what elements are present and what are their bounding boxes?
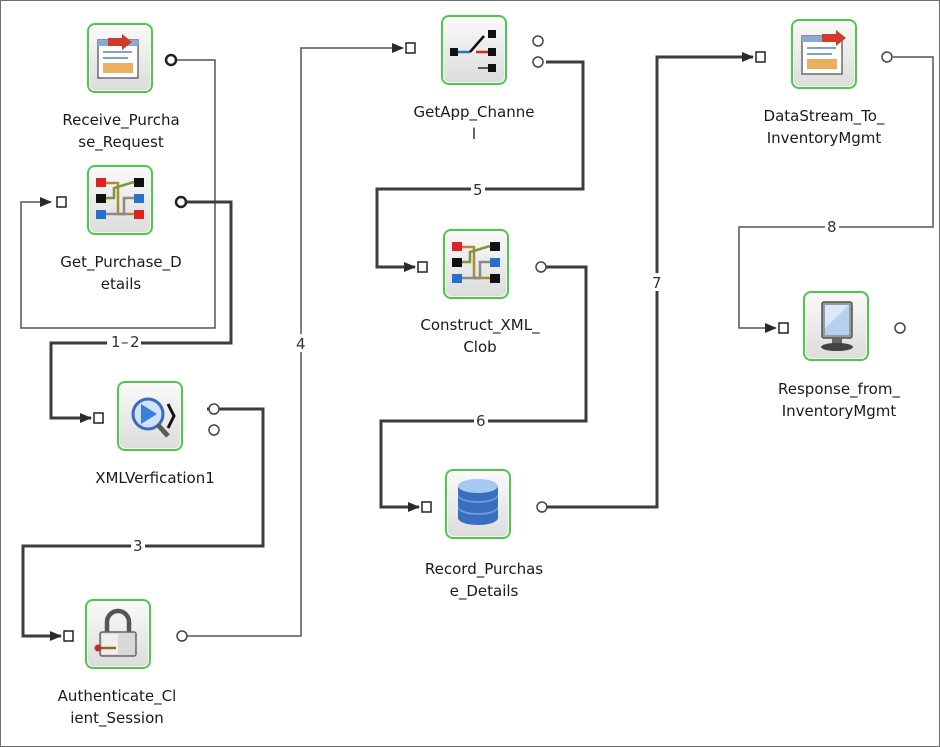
node-receive-purchase-request[interactable] xyxy=(87,23,153,93)
mapper-icon xyxy=(96,178,144,219)
node-construct-xml-clob[interactable] xyxy=(443,229,509,299)
node-response-from-inventorymgmt[interactable] xyxy=(803,291,869,361)
wire-label-dash: – xyxy=(121,333,129,351)
node-datastream-to-inventorymgmt[interactable] xyxy=(791,19,857,89)
port-out-construct[interactable] xyxy=(535,261,547,273)
node-record-purchase-details[interactable] xyxy=(445,469,511,539)
port-out-getapp-2[interactable] xyxy=(532,56,544,68)
document-arrow-icon xyxy=(801,30,846,75)
port-out-auth[interactable] xyxy=(176,630,188,642)
xml-inspect-icon xyxy=(131,397,176,438)
node-getapp-channel[interactable] xyxy=(441,15,507,85)
port-out-getapp-1[interactable] xyxy=(532,35,544,47)
port-out-record[interactable] xyxy=(536,501,548,513)
wire-label-2: 2 xyxy=(130,333,140,351)
wire-label-5: 5 xyxy=(473,181,483,199)
wire-8[interactable] xyxy=(738,56,934,333)
wire-label-3: 3 xyxy=(133,537,143,555)
document-arrow-icon xyxy=(97,34,139,79)
wire-label-1: 1 xyxy=(111,333,121,351)
port-out-getpd[interactable] xyxy=(174,195,188,209)
wire-label-6: 6 xyxy=(476,412,486,430)
port-out-response[interactable] xyxy=(894,322,906,334)
database-icon xyxy=(458,479,498,525)
label-xml-verfication: XMLVerfication1 xyxy=(95,469,215,487)
port-in-auth[interactable] xyxy=(63,630,74,642)
label-response-from-inventorymgmt: Response_from_InventoryMgmt xyxy=(778,380,900,420)
monitor-icon xyxy=(821,301,853,351)
wire-label-4: 4 xyxy=(296,335,306,353)
wire-label-8: 8 xyxy=(827,218,837,236)
port-in-response[interactable] xyxy=(778,322,789,334)
port-out-xmlver-2[interactable] xyxy=(208,424,220,436)
port-out-receive[interactable] xyxy=(164,53,178,67)
port-out-xmlver-1[interactable] xyxy=(208,403,220,415)
wire-1[interactable] xyxy=(20,59,216,329)
mapper-icon xyxy=(452,242,500,283)
switch-icon xyxy=(450,30,496,72)
port-in-record[interactable] xyxy=(421,501,432,513)
node-authenticate-client-session[interactable] xyxy=(85,599,151,669)
port-in-xmlver[interactable] xyxy=(93,412,104,424)
port-in-getpd[interactable] xyxy=(56,196,67,208)
port-in-construct[interactable] xyxy=(417,261,428,273)
port-out-datastream[interactable] xyxy=(881,51,893,63)
label-construct-xml-clob: Construct_XML_Clob xyxy=(420,316,540,356)
node-xml-verfication[interactable] xyxy=(117,381,183,451)
node-get-purchase-details[interactable] xyxy=(87,165,153,235)
port-in-getapp[interactable] xyxy=(405,42,416,54)
label-datastream-to-inventorymgmt: DataStream_To_InventoryMgmt xyxy=(763,107,885,147)
wire-label-7: 7 xyxy=(652,274,662,292)
port-in-datastream[interactable] xyxy=(755,51,766,63)
lock-icon xyxy=(94,608,137,657)
